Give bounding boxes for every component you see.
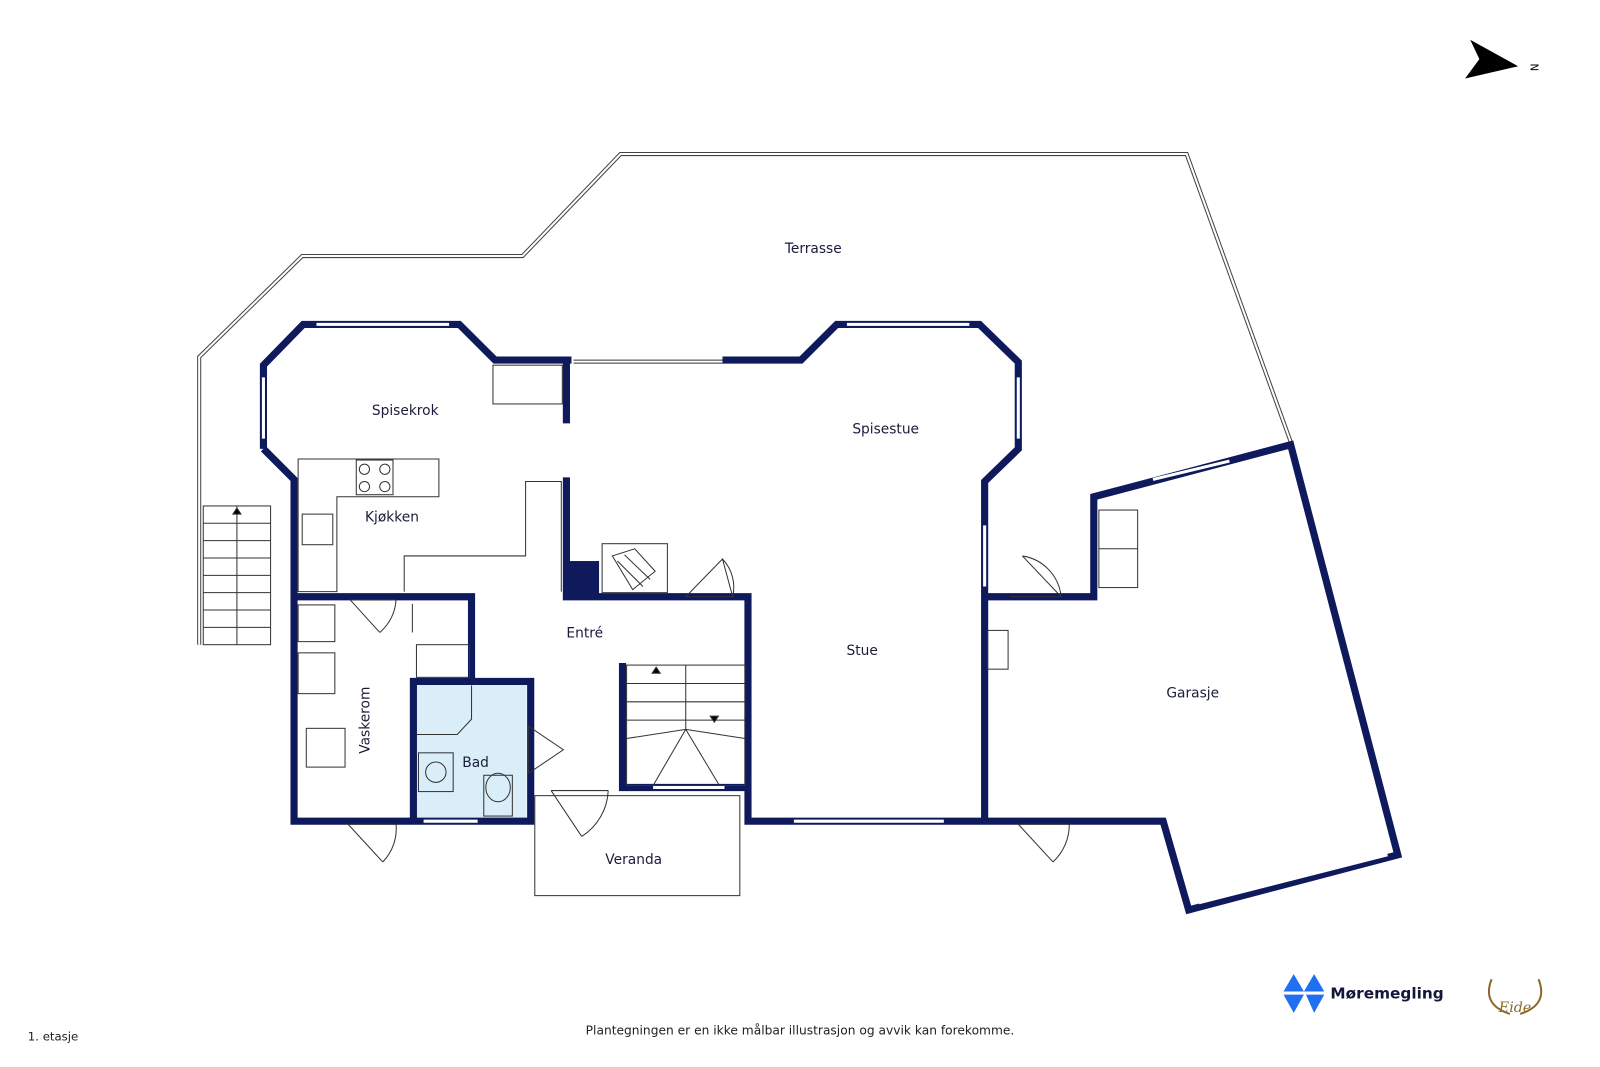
windows [261,322,1388,905]
svg-text:Eide: Eide [1498,1000,1532,1016]
room-label-veranda: Veranda [605,852,662,868]
stairs-left [202,505,272,646]
floor-label: 1. etasje [28,1029,78,1043]
room-label-terrasse: Terrasse [784,241,842,257]
room-label-spisestue: Spisestue [852,422,919,438]
room-label-vaskerom: Vaskerom [358,687,374,754]
disclaimer: Plantegningen er en ikke målbar illustra… [586,1023,1015,1037]
room-label-kjokken: Kjøkken [365,509,419,525]
moremegling-logo-icon [1283,974,1325,1013]
room-label-stue: Stue [847,643,878,659]
terrace-outline [197,151,1293,645]
stairs-entre [626,664,746,786]
room-label-entre: Entré [566,626,603,642]
photographer-logo-icon: Eide [1487,978,1543,1016]
kitchen-fixtures [297,364,1139,817]
compass-label: N [1527,64,1538,72]
room-label-bad: Bad [462,755,489,771]
doors [347,555,1070,863]
room-label-garasje: Garasje [1166,686,1219,702]
north-arrow-icon [1465,39,1519,79]
room-label-spisekrok: Spisekrok [372,403,439,419]
veranda-outline [534,795,741,897]
brand-name: Møremegling [1330,985,1443,1003]
